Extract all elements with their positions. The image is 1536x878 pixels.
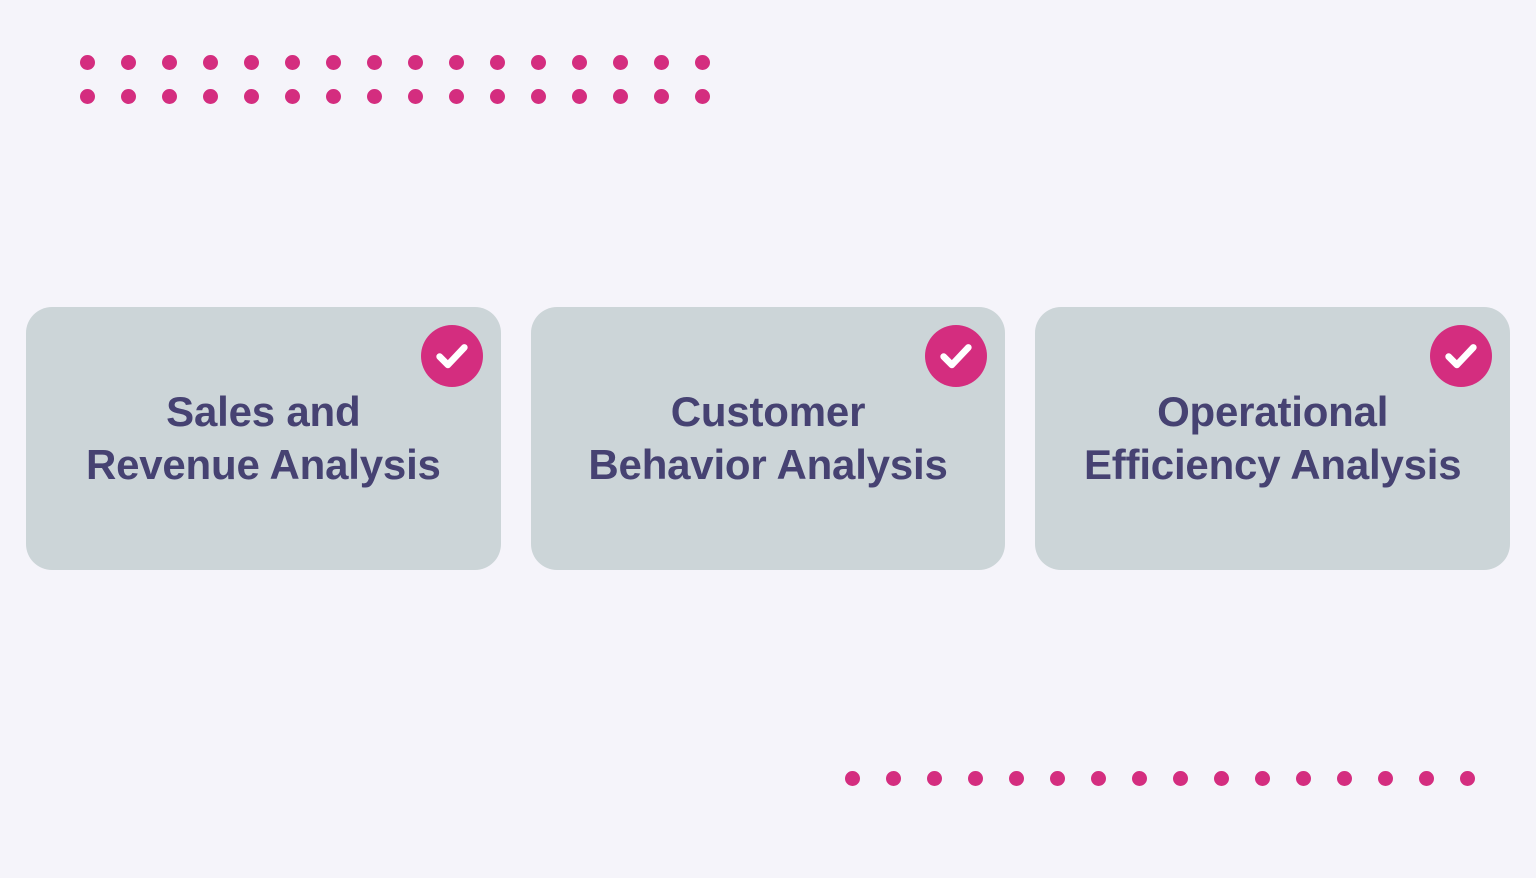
decorative-dot-row — [80, 55, 710, 70]
decorative-dot — [80, 89, 95, 104]
decorative-dot — [367, 89, 382, 104]
decorative-dot — [449, 89, 464, 104]
decorative-dot — [326, 89, 341, 104]
decorative-dot — [1009, 771, 1024, 786]
decorative-dot — [968, 771, 983, 786]
decorative-dot — [490, 89, 505, 104]
decorative-dot — [1337, 771, 1352, 786]
decorative-dot — [531, 89, 546, 104]
decorative-dot — [1050, 771, 1065, 786]
decorative-dot — [695, 55, 710, 70]
decorative-dot — [1173, 771, 1188, 786]
decorative-dot — [1419, 771, 1434, 786]
decorative-dot — [613, 89, 628, 104]
decorative-dot — [845, 771, 860, 786]
decorative-dot — [1255, 771, 1270, 786]
decorative-dot — [531, 55, 546, 70]
decorative-dot — [1091, 771, 1106, 786]
analysis-card[interactable]: Sales and Revenue Analysis — [26, 307, 501, 570]
decorative-dot — [203, 55, 218, 70]
analysis-card[interactable]: Operational Efficiency Analysis — [1035, 307, 1511, 570]
decorative-dot — [408, 55, 423, 70]
decorative-dot — [121, 89, 136, 104]
decorative-dot — [162, 89, 177, 104]
decorative-dot — [162, 55, 177, 70]
decorative-dot-grid-top — [80, 55, 710, 104]
decorative-dot — [1378, 771, 1393, 786]
decorative-dot — [572, 89, 587, 104]
decorative-dot — [367, 55, 382, 70]
decorative-dot — [927, 771, 942, 786]
decorative-dot — [1214, 771, 1229, 786]
analysis-card-title: Operational Efficiency Analysis — [1083, 388, 1462, 488]
decorative-dot — [572, 55, 587, 70]
decorative-dot — [203, 89, 218, 104]
decorative-dot — [449, 55, 464, 70]
check-circle-icon — [420, 325, 483, 387]
decorative-dot — [285, 55, 300, 70]
decorative-dot — [244, 89, 259, 104]
decorative-dot — [326, 55, 341, 70]
decorative-dot — [695, 89, 710, 104]
decorative-dot — [285, 89, 300, 104]
decorative-dot-row — [80, 89, 710, 104]
decorative-dot-grid-bottom — [845, 771, 1475, 786]
decorative-dot — [654, 55, 669, 70]
analysis-card[interactable]: Customer Behavior Analysis — [530, 307, 1006, 570]
decorative-dot — [886, 771, 901, 786]
check-circle-icon — [1430, 325, 1493, 387]
decorative-dot — [1132, 771, 1147, 786]
analysis-card-title: Sales and Revenue Analysis — [85, 388, 441, 488]
decorative-dot — [1460, 771, 1475, 786]
decorative-dot — [121, 55, 136, 70]
analysis-card-row: Sales and Revenue Analysis Customer Beha… — [26, 307, 1511, 570]
decorative-dot — [408, 89, 423, 104]
decorative-dot — [654, 89, 669, 104]
check-circle-icon — [925, 325, 988, 387]
decorative-dot — [244, 55, 259, 70]
decorative-dot — [80, 55, 95, 70]
decorative-dot — [490, 55, 505, 70]
decorative-dot — [613, 55, 628, 70]
decorative-dot-row — [845, 771, 1475, 786]
analysis-card-title: Customer Behavior Analysis — [588, 388, 948, 488]
decorative-dot — [1296, 771, 1311, 786]
